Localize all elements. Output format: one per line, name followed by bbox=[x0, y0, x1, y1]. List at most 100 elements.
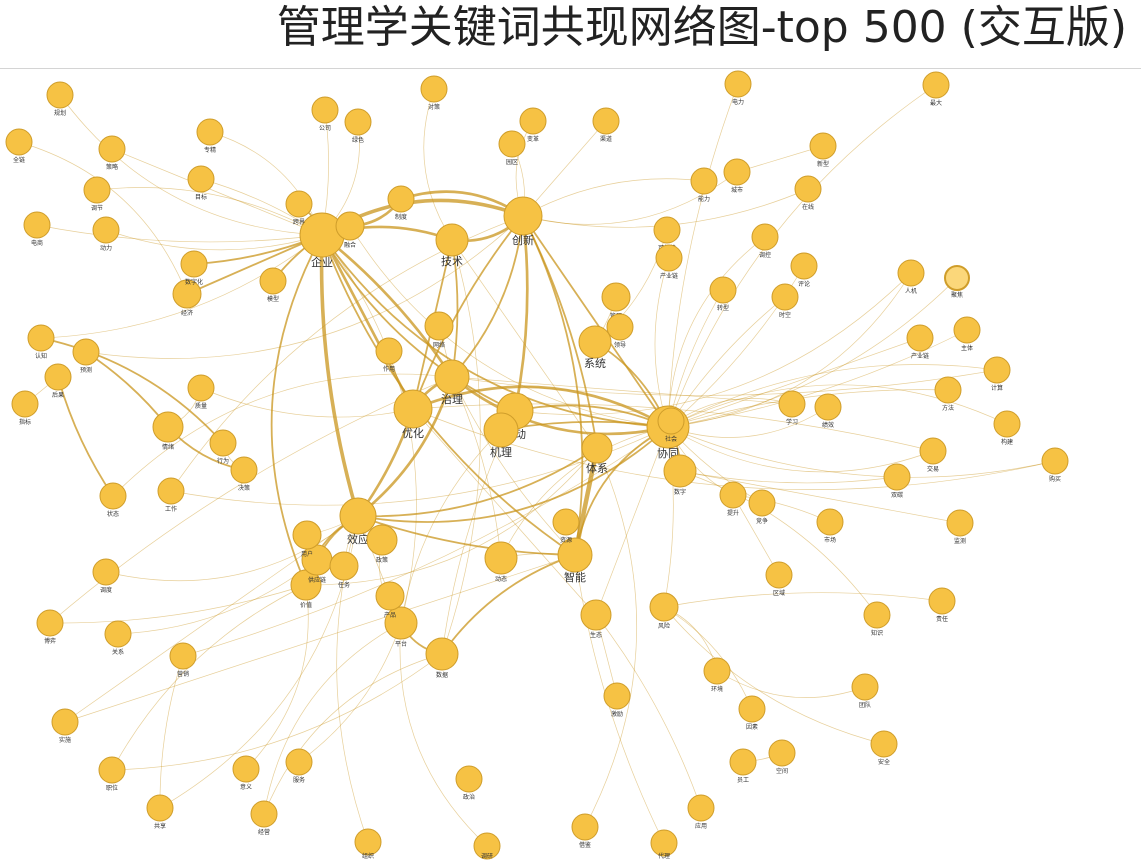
node-circle[interactable] bbox=[663, 454, 697, 488]
node-layer[interactable]: 企业创新技术治理优化驱动机理协同体系效应智能系统社会数字政策价值供应链动态平台数… bbox=[5, 70, 1069, 860]
node-circle[interactable] bbox=[946, 509, 974, 537]
node-circle[interactable] bbox=[384, 606, 418, 640]
node-circle[interactable] bbox=[196, 118, 224, 146]
node-circle[interactable] bbox=[571, 813, 599, 841]
node-zhuti[interactable]: 主体 bbox=[953, 316, 981, 352]
node-circle[interactable] bbox=[375, 337, 403, 365]
node-circle[interactable] bbox=[311, 96, 339, 124]
node-circle[interactable] bbox=[993, 410, 1021, 438]
node-rongru[interactable]: 融合 bbox=[335, 211, 365, 249]
node-dianli[interactable]: 电力 bbox=[724, 70, 752, 106]
node-youhua[interactable]: 优化 bbox=[393, 389, 433, 440]
node-yingxiao[interactable]: 营销 bbox=[169, 642, 197, 678]
node-circle[interactable] bbox=[92, 216, 120, 244]
node-circle[interactable] bbox=[863, 601, 891, 629]
node-circle[interactable] bbox=[687, 794, 715, 822]
node-yonghu[interactable]: 用户 bbox=[292, 520, 322, 558]
node-kongjian[interactable]: 空间 bbox=[768, 739, 796, 775]
node-circle[interactable] bbox=[420, 75, 448, 103]
node-jiedai[interactable]: 借鉴 bbox=[571, 813, 599, 849]
node-circle[interactable] bbox=[709, 276, 737, 304]
node-circle[interactable] bbox=[883, 463, 911, 491]
node-gongsi[interactable]: 公司 bbox=[311, 96, 339, 132]
node-circle[interactable] bbox=[230, 456, 258, 484]
node-circle[interactable] bbox=[690, 167, 718, 195]
node-zhiwei[interactable]: 职位 bbox=[98, 756, 126, 792]
node-mubiao[interactable]: 目标 bbox=[187, 165, 215, 201]
node-yuangong[interactable]: 员工 bbox=[729, 748, 757, 784]
node-kuajie[interactable]: 跨界 bbox=[285, 190, 313, 226]
node-circle[interactable] bbox=[578, 325, 612, 359]
node-zhengzhi[interactable]: 政治 bbox=[455, 765, 483, 801]
node-quyu[interactable]: 区域 bbox=[765, 561, 793, 597]
node-zhidu[interactable]: 制度 bbox=[387, 185, 415, 221]
node-zhiliang[interactable]: 质量 bbox=[187, 374, 215, 410]
node-shuju[interactable]: 数据 bbox=[425, 637, 459, 679]
node-chanpin[interactable]: 产品 bbox=[375, 581, 405, 619]
node-tisheng[interactable]: 提升 bbox=[719, 481, 747, 517]
node-circle[interactable] bbox=[519, 107, 547, 135]
node-circle[interactable] bbox=[209, 429, 237, 457]
node-circle[interactable] bbox=[768, 739, 796, 767]
node-circle[interactable] bbox=[259, 267, 287, 295]
node-duice[interactable]: 对策 bbox=[420, 75, 448, 111]
node-circle[interactable] bbox=[339, 497, 377, 535]
node-fuwu[interactable]: 服务 bbox=[285, 748, 313, 784]
node-moxing[interactable]: 模型 bbox=[259, 267, 287, 303]
node-circle[interactable] bbox=[778, 390, 806, 418]
node-zeren[interactable]: 责任 bbox=[928, 587, 956, 623]
node-circle[interactable] bbox=[738, 695, 766, 723]
node-dongli[interactable]: 动力 bbox=[92, 216, 120, 252]
node-circle[interactable] bbox=[104, 620, 132, 648]
node-circle[interactable] bbox=[187, 165, 215, 193]
node-circle[interactable] bbox=[232, 755, 260, 783]
node-circle[interactable] bbox=[92, 558, 120, 586]
node-circle[interactable] bbox=[606, 313, 634, 341]
node-circle[interactable] bbox=[498, 130, 526, 158]
node-jisuan[interactable]: 计算 bbox=[983, 356, 1011, 392]
node-circle[interactable] bbox=[11, 390, 39, 418]
node-circle[interactable] bbox=[928, 587, 956, 615]
node-diaodu[interactable]: 调度 bbox=[92, 558, 120, 594]
node-shuzihua[interactable]: 数字化 bbox=[180, 250, 208, 286]
node-circle[interactable] bbox=[354, 828, 382, 856]
node-circle[interactable] bbox=[729, 748, 757, 776]
node-circle[interactable] bbox=[814, 393, 842, 421]
node-circle[interactable] bbox=[187, 374, 215, 402]
node-shuanglun[interactable]: 双碳 bbox=[883, 463, 911, 499]
node-jingying[interactable]: 经营 bbox=[250, 800, 278, 836]
node-circle[interactable] bbox=[285, 190, 313, 218]
node-anquan[interactable]: 安全 bbox=[870, 730, 898, 766]
node-circle[interactable] bbox=[653, 216, 681, 244]
node-qingxu[interactable]: 情绪 bbox=[152, 411, 184, 451]
node-circle[interactable] bbox=[157, 477, 185, 505]
node-zhengce[interactable]: 政策 bbox=[366, 524, 398, 564]
node-goumai[interactable]: 购买 bbox=[1041, 447, 1069, 483]
node-jili2[interactable]: 激励 bbox=[603, 682, 631, 718]
node-ziyuan[interactable]: 资源 bbox=[552, 508, 580, 544]
node-dianshang[interactable]: 电商 bbox=[23, 211, 51, 247]
node-circle[interactable] bbox=[719, 481, 747, 509]
node-jujiao[interactable]: 聚焦 bbox=[944, 265, 970, 299]
node-goujian[interactable]: 构建 bbox=[993, 410, 1021, 446]
node-circle[interactable] bbox=[5, 128, 33, 156]
node-circle[interactable] bbox=[649, 592, 679, 622]
node-dongtai[interactable]: 动态 bbox=[484, 541, 518, 583]
node-yinsu[interactable]: 因素 bbox=[738, 695, 766, 731]
node-circle[interactable] bbox=[424, 311, 454, 341]
node-boyi[interactable]: 博弈 bbox=[36, 609, 64, 645]
node-fengxian[interactable]: 风险 bbox=[649, 592, 679, 630]
node-renzhi[interactable]: 认知 bbox=[27, 324, 55, 360]
node-chengshi[interactable]: 城市 bbox=[723, 158, 751, 194]
node-quanjian[interactable]: 全链 bbox=[5, 128, 33, 164]
node-circle[interactable] bbox=[552, 508, 580, 536]
node-circle[interactable] bbox=[335, 211, 365, 241]
node-circle[interactable] bbox=[366, 524, 398, 556]
node-circle[interactable] bbox=[250, 800, 278, 828]
node-jingji[interactable]: 经济 bbox=[172, 279, 202, 317]
node-zhuanye[interactable]: 专精 bbox=[196, 118, 224, 154]
node-xuexi[interactable]: 学习 bbox=[778, 390, 806, 426]
node-zuoyong[interactable]: 作用 bbox=[375, 337, 403, 373]
node-circle[interactable] bbox=[152, 411, 184, 443]
node-nengli[interactable]: 能力 bbox=[690, 167, 718, 203]
